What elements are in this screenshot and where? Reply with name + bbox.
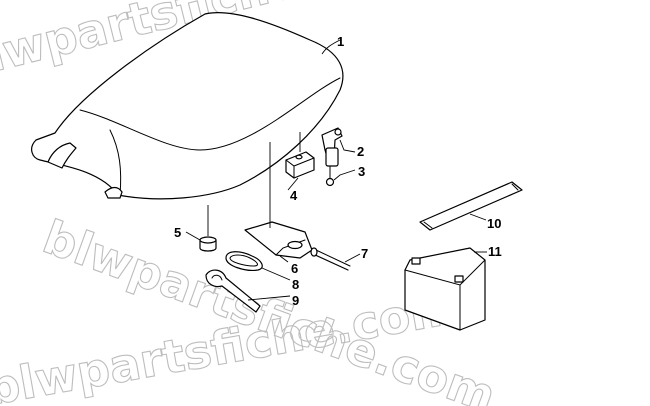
callout-5: 5 — [174, 225, 181, 240]
callout-10: 10 — [487, 216, 501, 231]
callout-11: 11 — [488, 244, 502, 259]
callout-3: 3 — [358, 164, 365, 179]
grommet-part-5[interactable] — [199, 236, 217, 252]
callout-2: 2 — [357, 144, 364, 159]
callout-9: 9 — [292, 293, 299, 308]
battery-strap-part-10[interactable] — [419, 181, 523, 231]
callout-7: 7 — [361, 246, 368, 261]
callout-8: 8 — [292, 277, 299, 292]
latch-part-2[interactable] — [321, 127, 343, 167]
bracket-part-4[interactable] — [285, 151, 315, 179]
leader-lines — [185, 39, 487, 301]
tray-part-6[interactable] — [244, 221, 313, 259]
callout-4: 4 — [290, 188, 298, 203]
seat-part-1[interactable] — [31, 12, 344, 200]
nut-part-3[interactable] — [325, 165, 335, 187]
o-ring-part-8[interactable] — [225, 251, 263, 271]
callout-6: 6 — [291, 261, 298, 276]
pin-part-7[interactable] — [310, 247, 351, 271]
spanner-wrench-part-9[interactable] — [205, 269, 261, 313]
callout-1: 1 — [337, 34, 344, 49]
callout-numbers: 1 2 3 4 5 6 7 8 9 10 11 — [174, 34, 502, 308]
battery-part-11[interactable] — [404, 247, 486, 331]
